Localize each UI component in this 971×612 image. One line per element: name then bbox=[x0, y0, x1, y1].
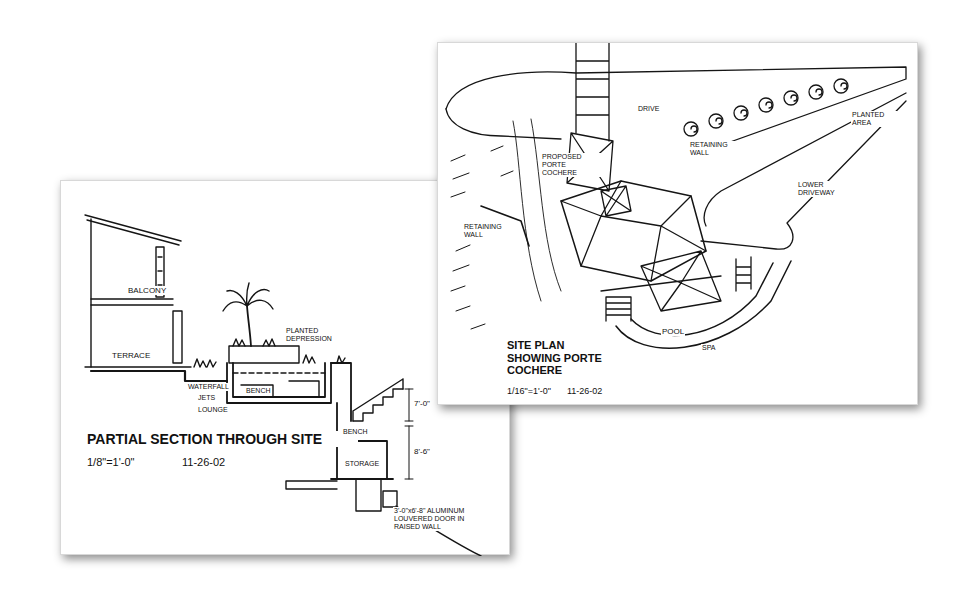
sheet-title: SITE PLAN SHOWING PORTE COCHERE bbox=[506, 339, 608, 377]
sheet-title: PARTIAL SECTION THROUGH SITE bbox=[86, 431, 358, 447]
steps bbox=[606, 257, 751, 321]
water-line bbox=[233, 372, 325, 373]
lower-drive-edge bbox=[701, 101, 906, 249]
lower-slab bbox=[286, 481, 337, 489]
drive-edge bbox=[446, 109, 561, 139]
house-roof bbox=[561, 181, 706, 281]
drawing-label: PLANTED AREA bbox=[851, 111, 897, 127]
ground-profile bbox=[91, 371, 227, 381]
contour-lines bbox=[513, 119, 561, 301]
sheet-note: 1/16"=1'-0" bbox=[506, 386, 552, 396]
sheet-note: 11-26-02 bbox=[566, 386, 603, 396]
terrace-column bbox=[173, 311, 182, 363]
pool-outline bbox=[616, 261, 791, 348]
drawing-label: RETAINING WALL bbox=[689, 141, 735, 157]
sheet-note: 1/8"=1'-0" bbox=[86, 456, 136, 469]
balcony-slab bbox=[91, 299, 173, 305]
drawing-label: RETAINING WALL bbox=[463, 223, 509, 239]
drawing-label: BALCONY bbox=[127, 286, 167, 295]
stair-rail bbox=[353, 379, 403, 421]
terrace-edge bbox=[601, 276, 721, 291]
roof-line bbox=[85, 215, 181, 245]
drawing-label: LOUNGE bbox=[197, 406, 229, 414]
drawing-label: BENCH bbox=[342, 428, 369, 436]
drawing-label: TERRACE bbox=[111, 351, 151, 360]
drawing-label: 3'-0"x6'-8" ALUMINUM LOUVERED DOOR IN RA… bbox=[393, 507, 483, 531]
footing bbox=[356, 479, 381, 511]
drawing-label: JETS bbox=[197, 394, 216, 402]
drawing-label: PROPOSED PORTE COCHERE bbox=[541, 153, 601, 177]
walkway bbox=[576, 43, 609, 141]
drawing-label: WATERFALL bbox=[187, 383, 230, 391]
slope-hatching bbox=[451, 146, 513, 329]
house-wall bbox=[90, 219, 91, 367]
palm-symbols bbox=[684, 79, 848, 136]
drawing-label: BENCH bbox=[245, 387, 272, 395]
drawing-label: SPA bbox=[701, 344, 717, 352]
drawing-label: 7'-0" bbox=[413, 399, 431, 408]
sheet-note: 11-26-02 bbox=[181, 456, 226, 469]
drawing-label: POOL bbox=[661, 327, 685, 336]
raised-planter bbox=[229, 346, 299, 363]
drawing-label: STORAGE bbox=[344, 460, 380, 468]
palm-fronds bbox=[223, 283, 273, 311]
terrace-floor bbox=[85, 366, 191, 367]
drawing-label: PLANTED DEPRESSION bbox=[285, 327, 343, 343]
dimension-lines bbox=[405, 389, 413, 479]
roof-cupola bbox=[601, 186, 631, 216]
lower-drive-edge bbox=[704, 93, 906, 226]
upper-drive bbox=[446, 67, 906, 156]
drawing-sheet: SITE PLAN SHOWING PORTE COCHERE 1/16"=1'-… bbox=[437, 42, 918, 405]
pool-bench bbox=[241, 381, 319, 397]
drawing-label: DRIVE bbox=[637, 105, 660, 113]
roof-hips bbox=[561, 181, 706, 281]
drawing-label: 8'-6" bbox=[413, 447, 431, 456]
palm-trunk bbox=[247, 306, 251, 346]
column-detail bbox=[158, 257, 162, 285]
drawing-label: LOWER DRIVEWAY bbox=[797, 181, 843, 197]
shrubs bbox=[194, 339, 345, 367]
stairs bbox=[353, 389, 403, 421]
footing-block bbox=[383, 491, 397, 507]
pool-basin bbox=[227, 363, 331, 403]
storage-floor bbox=[331, 478, 393, 480]
